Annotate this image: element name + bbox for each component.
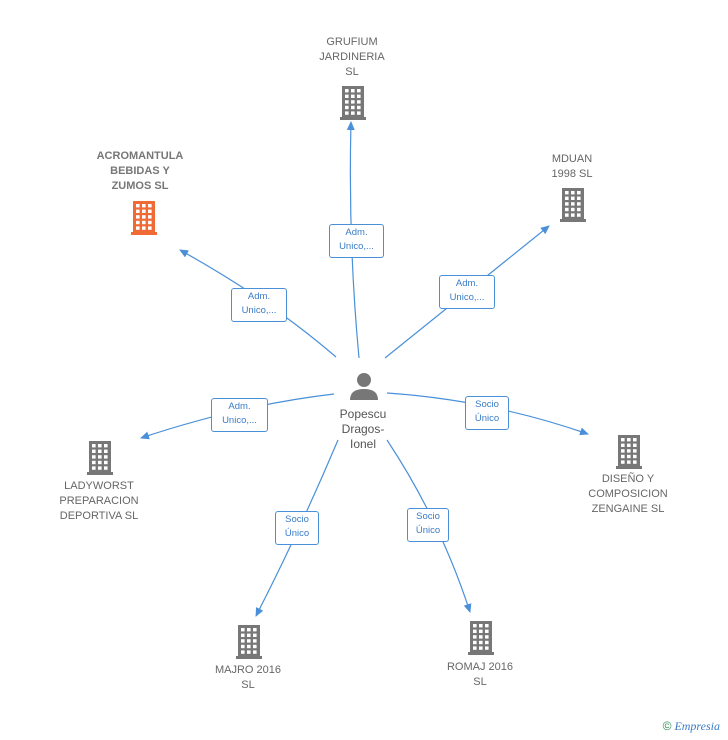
building-icon-mduan[interactable]: [560, 188, 586, 222]
node-label-acromantula[interactable]: ACROMANTULA BEBIDAS Y ZUMOS SL: [96, 150, 184, 192]
node-label-disenyo[interactable]: DISEÑO Y COMPOSICION ZENGAINE SL: [588, 473, 668, 515]
edge-label-grufium: Adm. Unico,...: [329, 224, 384, 258]
brand-name: Empresia: [674, 719, 720, 733]
edge-label-majro: Socio Único: [275, 511, 319, 545]
edge-label-romaj: Socio Único: [407, 508, 449, 542]
building-icon-grufium[interactable]: [340, 86, 366, 120]
center-person-label[interactable]: Popescu Dragos- Ionel: [339, 407, 387, 451]
building-icon-romaj[interactable]: [468, 621, 494, 655]
copyright-icon: ©: [662, 719, 672, 733]
footer-brand: © Empresia: [663, 719, 720, 734]
edge-label-disenyo: Socio Único: [465, 396, 509, 430]
person-icon[interactable]: [350, 373, 378, 400]
node-label-grufium[interactable]: GRUFIUM JARDINERIA SL: [319, 36, 385, 78]
building-icon-disenyo[interactable]: [616, 435, 642, 469]
node-label-ladyworst[interactable]: LADYWORST PREPARACION DEPORTIVA SL: [59, 480, 139, 522]
edge-label-mduan: Adm. Unico,...: [439, 275, 495, 309]
edge-label-ladyworst: Adm. Unico,...: [211, 398, 268, 432]
building-icon-acromantula[interactable]: [131, 201, 157, 235]
node-label-mduan[interactable]: MDUAN 1998 SL: [551, 153, 593, 180]
building-icon-ladyworst[interactable]: [87, 441, 113, 475]
node-label-majro[interactable]: MAJRO 2016 SL: [214, 664, 282, 691]
node-label-romaj[interactable]: ROMAJ 2016 SL: [446, 661, 514, 688]
building-icon-majro[interactable]: [236, 625, 262, 659]
edge-label-acromantula: Adm. Unico,...: [231, 288, 287, 322]
